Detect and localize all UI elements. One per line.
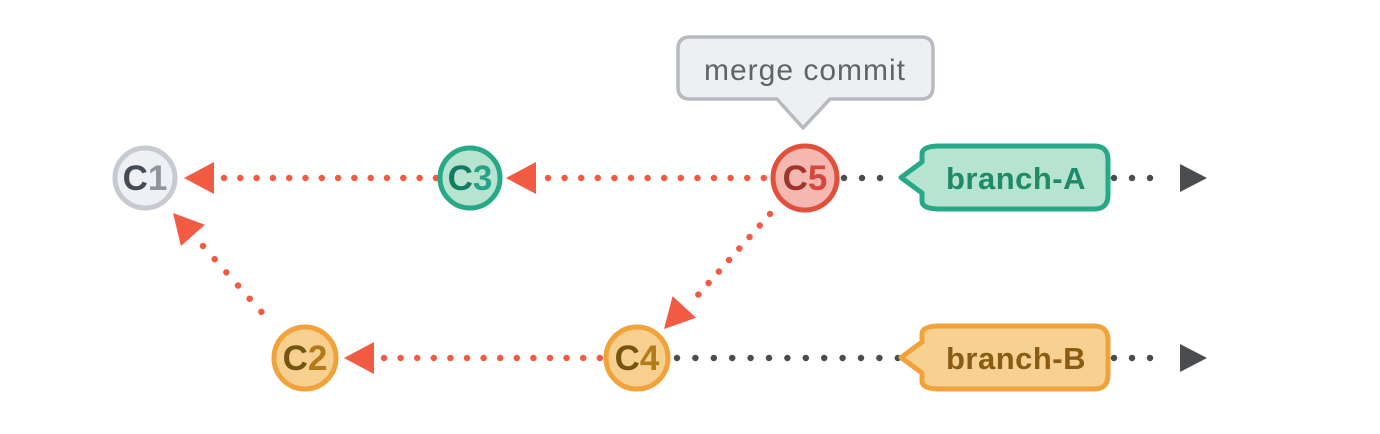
merge-commit-tooltip: merge commit: [676, 35, 935, 130]
arrowhead-c5-to-c4: [664, 296, 697, 329]
branch-a-label: branch-A: [946, 161, 1086, 196]
commit-node-c4: C4: [603, 324, 671, 392]
branch-a-tag: branch-A: [898, 143, 1111, 212]
arrowhead-c3-to-c1: [184, 162, 214, 194]
arrowhead-c5-to-c3: [506, 162, 536, 194]
branch-a-direction-arrow-icon: [1180, 164, 1207, 192]
branch-b-tag: branch-B: [898, 323, 1111, 392]
commit-node-c2: C2: [271, 324, 339, 392]
edge-dots-c2-to-c1: [199, 242, 277, 329]
branch-b-direction-arrow-icon: [1180, 344, 1207, 372]
commit-node-c3: C3: [437, 145, 503, 211]
edge-dots-c5-to-c4: [686, 210, 774, 308]
arrowhead-c2-to-c1: [173, 213, 205, 247]
commit-label-c2: C2: [283, 339, 328, 378]
commit-node-c5: C5: [770, 143, 840, 213]
commit-label-c5: C5: [783, 159, 828, 198]
merge-commit-tooltip-text: merge commit: [704, 54, 906, 87]
branch-b-label: branch-B: [946, 341, 1086, 376]
arrowhead-c4-to-c2: [344, 342, 374, 374]
commit-label-c1: C1: [123, 159, 168, 198]
commit-label-c3: C3: [448, 159, 493, 198]
commit-node-c1: C1: [112, 145, 178, 211]
commit-label-c4: C4: [615, 339, 660, 378]
